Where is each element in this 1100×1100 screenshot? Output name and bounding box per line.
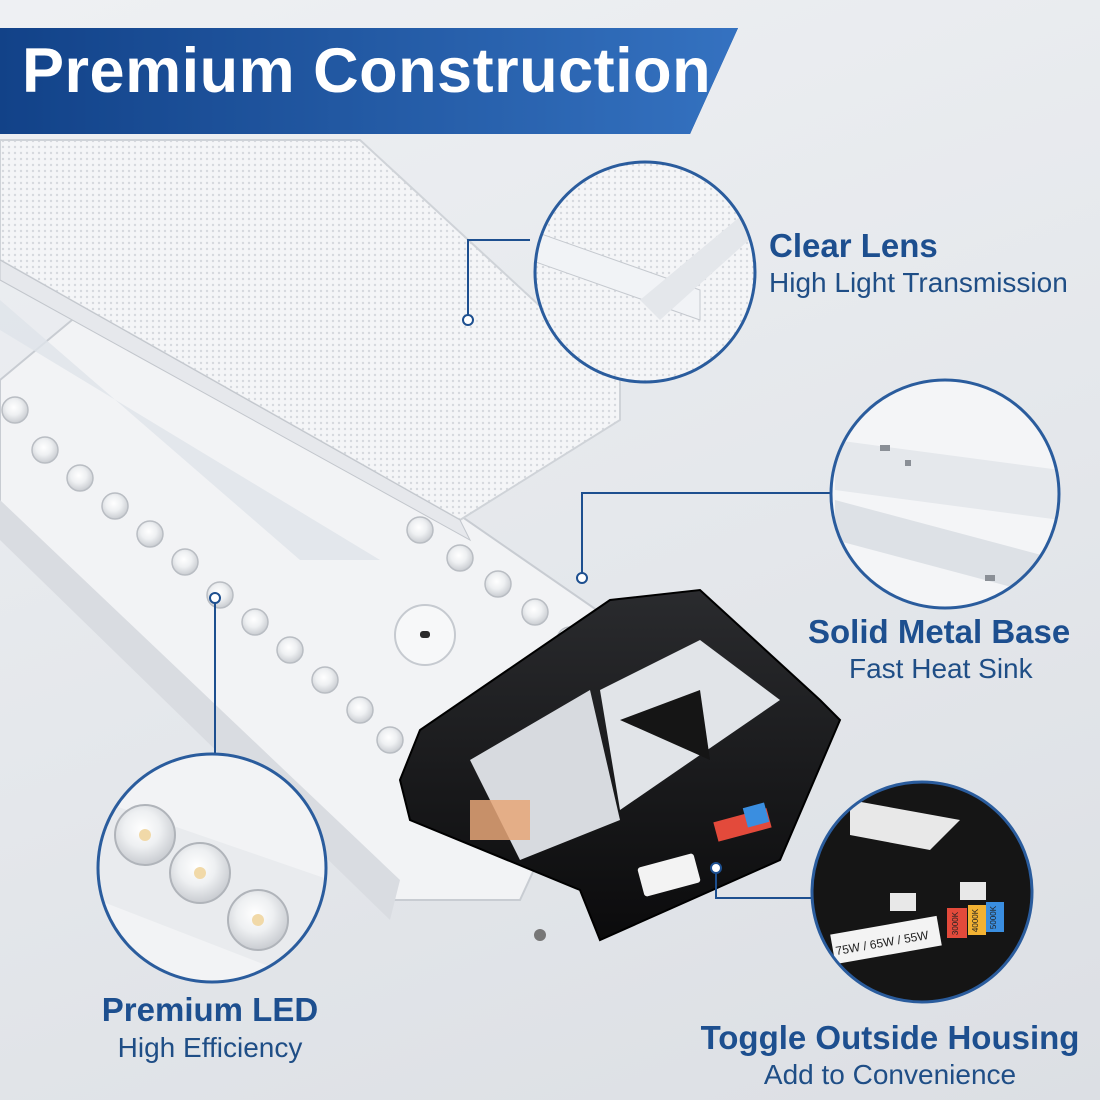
callout-clear-lens-subtitle: High Light Transmission [769,267,1068,298]
toggle-detail-circle [810,780,1034,1004]
callout-toggle-title: Toggle Outside Housing [700,1019,1080,1056]
cct-3000-label: 3000K [951,911,961,936]
banner [0,28,738,134]
metal-base-detail-circle [829,378,1061,610]
cct-4000-label: 4000K [971,908,981,933]
callout-toggle-subtitle: Add to Convenience [763,1059,1017,1090]
lens-cover [0,139,621,522]
callout-premium-led-title: Premium LED [101,991,319,1028]
page-title: Premium Construction [22,36,712,106]
callout-premium-led-subtitle: High Efficiency [117,1032,303,1063]
lens-detail-circle [533,160,757,384]
toggle-housing [398,588,842,942]
cct-5000-label: 5000K [989,905,999,930]
callout-clear-lens-title: Clear Lens [769,227,938,264]
callout-metal-base-title: Solid Metal Base [808,613,1071,650]
callout-metal-base-subtitle: Fast Heat Sink [849,653,1033,684]
led-detail-circle [96,752,328,984]
